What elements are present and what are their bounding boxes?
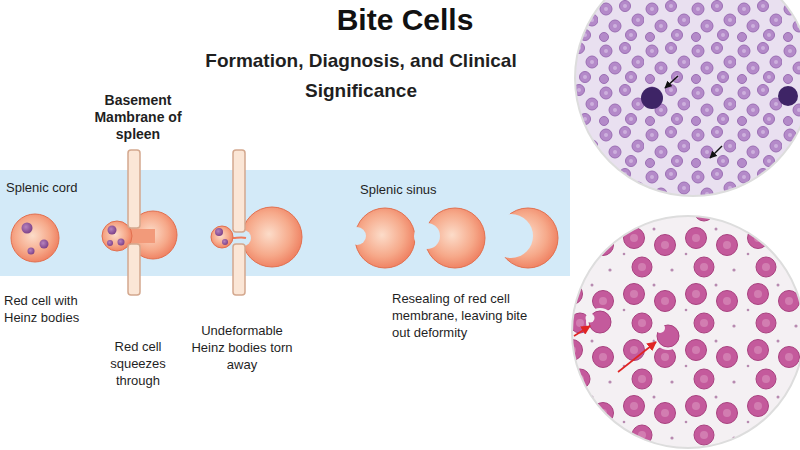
- bite-cell: [589, 311, 611, 333]
- micrograph-bottom: [572, 216, 800, 448]
- leukocyte: [641, 87, 663, 109]
- pointer-arrow: [618, 342, 656, 372]
- smear-background: [654, 322, 682, 350]
- blood-smear: [572, 216, 800, 448]
- smear-background: [586, 308, 614, 336]
- leukocyte: [778, 86, 798, 106]
- region-label: Splenic cord: [6, 180, 78, 195]
- pointer-arrow: [710, 146, 722, 158]
- micrograph-top: [575, 0, 800, 196]
- step-label: Resealing of red cell membrane, leaving …: [392, 290, 542, 341]
- pointer-arrow: [574, 326, 590, 336]
- blood-smear: [575, 0, 800, 196]
- step-label: Undeformable Heinz bodies torn away: [186, 322, 298, 373]
- bite-cell: [657, 325, 679, 347]
- region-label: Splenic sinus: [360, 182, 437, 197]
- pointer-arrow: [665, 76, 678, 88]
- subtitle: Formation, Diagnosis, and Clinical Signi…: [175, 46, 547, 106]
- step-label: Red cell squeezes through: [92, 338, 184, 389]
- bite-notch: [655, 323, 665, 333]
- bite-notch: [586, 314, 595, 323]
- membrane-label: Basement Mambrane of spleen: [92, 92, 184, 143]
- diagram-title: Bite Cells: [250, 2, 560, 38]
- step-label: Red cell with Heinz bodies: [4, 292, 114, 326]
- splenic-band: Splenic cord Splenic sinus: [0, 170, 570, 276]
